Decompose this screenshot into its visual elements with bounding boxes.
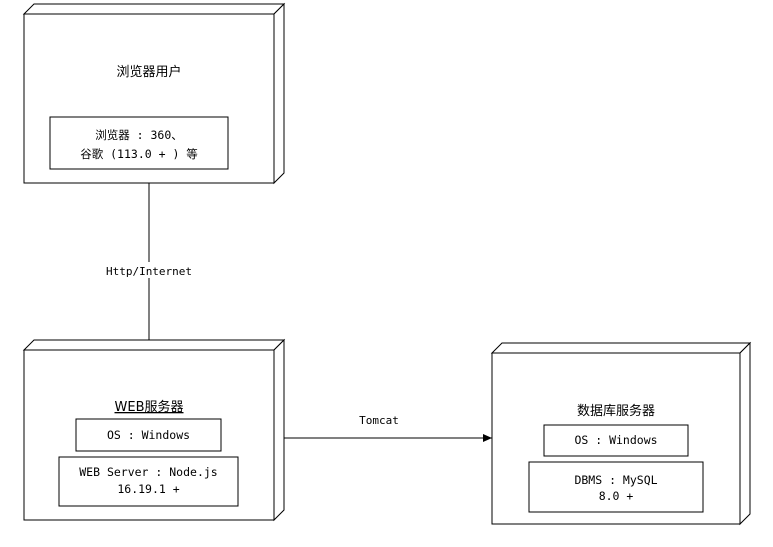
db-os-label: OS : Windows	[574, 433, 657, 447]
db-server-node: 数据库服务器 OS : Windows DBMS : MySQL 8.0 +	[490, 341, 752, 526]
web-server-line-2: 16.19.1 +	[117, 482, 179, 496]
web-os-box: OS : Windows	[75, 418, 222, 452]
web-os-label: OS : Windows	[107, 428, 190, 442]
web-server-line-1: WEB Server : Node.js	[79, 465, 217, 479]
edge-label-http: Http/Internet	[106, 265, 192, 278]
browser-artifact-box: 浏览器 : 360、 谷歌 (113.0 + ) 等	[49, 116, 229, 170]
web-server-title: WEB服务器	[115, 399, 184, 415]
edge-label-tomcat: Tomcat	[359, 414, 399, 427]
dbms-line-2: 8.0 +	[599, 489, 634, 503]
web-server-node: WEB服务器 OS : Windows WEB Server : Node.js…	[22, 338, 286, 522]
browser-user-title: 浏览器用户	[116, 64, 181, 80]
db-server-title: 数据库服务器	[577, 403, 655, 419]
browser-user-node: 浏览器用户 浏览器 : 360、 谷歌 (113.0 + ) 等	[22, 2, 286, 185]
dbms-line-1: DBMS : MySQL	[574, 473, 657, 487]
browser-artifact-line-2: 谷歌 (113.0 + ) 等	[80, 147, 198, 161]
dbms-box: DBMS : MySQL 8.0 +	[528, 461, 704, 513]
edge-web-to-db: Tomcat	[284, 414, 492, 442]
db-os-box: OS : Windows	[543, 424, 689, 457]
web-server-software-box: WEB Server : Node.js 16.19.1 +	[58, 456, 239, 507]
edge-browser-to-web: Http/Internet	[100, 183, 198, 350]
browser-artifact-line-1: 浏览器 : 360、	[95, 128, 183, 142]
